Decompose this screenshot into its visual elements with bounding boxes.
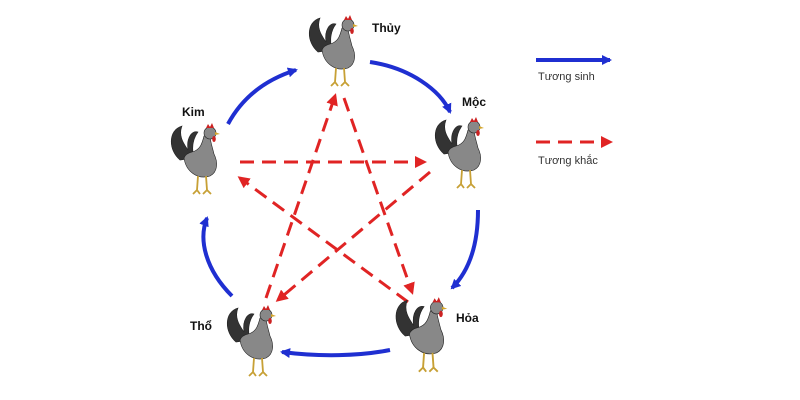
rooster-moc: #rooster-moc .body{fill:#8a8e9a;stroke:#… [434, 116, 485, 189]
rooster-tho: #rooster-tho .body{fill:#c9be52;stroke:#… [226, 304, 277, 377]
legend-overcoming-label: Tương khắc [538, 154, 598, 167]
arrow-tho-to-kim [199, 216, 234, 298]
label-hoa: Hỏa [456, 311, 479, 325]
arrow-hoa-to-tho [280, 348, 391, 358]
rooster-kim: #rooster-kim .body{fill:#d8d8d8;stroke:#… [170, 122, 221, 195]
legend-generating-label: Tương sinh [538, 71, 595, 83]
label-moc: Mộc [462, 95, 486, 109]
arrow-hoa-to-kim [237, 176, 409, 304]
arrow-tho-to-thuy [264, 93, 338, 299]
arrow-moc-to-hoa [450, 209, 480, 290]
rooster-hoa: #rooster-hoa .body{fill:#7a1a14;stroke:#… [395, 296, 449, 373]
label-kim: Kim [182, 105, 205, 119]
overcoming-star [237, 93, 431, 304]
arrow-kim-to-thuy [226, 67, 298, 125]
generating-cycle [199, 60, 480, 358]
arrow-moc-to-tho [275, 170, 431, 302]
legend: Tương sinh Tương khắc [536, 55, 613, 167]
rooster-thuy: #rooster-thuy .body{fill:#3a2a1c;stroke:… [308, 14, 359, 87]
arrow-thuy-to-moc [369, 60, 452, 114]
label-thuy: Thủy [372, 21, 401, 35]
label-tho: Thổ [190, 319, 212, 333]
arrow-thuy-to-hoa [342, 97, 415, 295]
